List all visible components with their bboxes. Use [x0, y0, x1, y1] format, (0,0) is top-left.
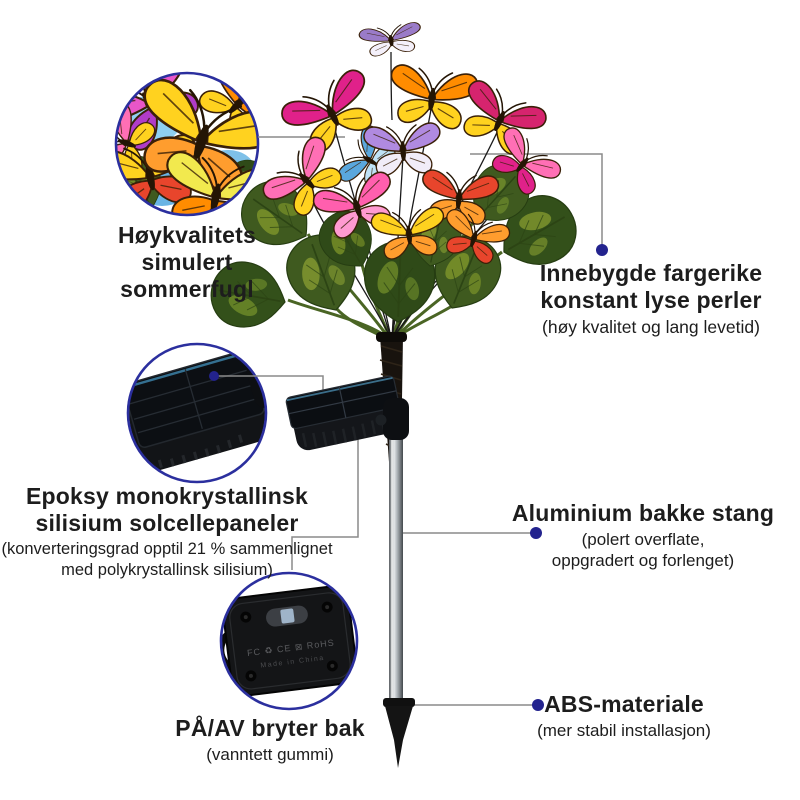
dot-leds: [596, 244, 608, 256]
callout-subtext: (polert overflate,: [581, 529, 705, 549]
dot-solar: [209, 371, 219, 381]
callout-line: PÅ/AV bryter bak: [175, 715, 365, 741]
callout-line: silisium solcellepaneler: [35, 509, 299, 536]
callout-pole: Aluminium bakke stang (polert overflate,…: [506, 500, 780, 572]
callout-line: konstant lyse perler: [540, 286, 762, 313]
butterfly-detail-circle: [114, 71, 260, 217]
stem-wrap: [376, 332, 407, 462]
callout-line: sommerfugl: [120, 275, 254, 302]
callout-solar-panel: Epoksy monokrystallinsk silisium solcell…: [1, 483, 333, 580]
callout-subtext: oppgradert og forlenget): [551, 551, 735, 571]
callout-abs-material: ABS-materiale (mer stabil installasjon): [500, 691, 748, 741]
on-off-switch: [266, 605, 308, 627]
battery-box-detail-circle: FC ♻ CE ⊠ RoHS Made in China: [219, 571, 359, 711]
top-butterfly: [357, 20, 424, 59]
callout-switch: PÅ/AV bryter bak (vanntett gummi): [150, 715, 390, 765]
solar-panel: [285, 375, 409, 451]
leader-solar-panel: [214, 375, 324, 402]
leader-leds: [470, 153, 603, 246]
solar-panel-detail-circle: [126, 342, 268, 484]
callout-line: Epoksy monokrystallinsk: [26, 483, 308, 509]
callout-subtext: (høy kvalitet og lang levetid): [542, 316, 760, 337]
callout-line: Innebygde fargerike: [539, 260, 763, 286]
aluminium-pole: [389, 436, 403, 706]
callout-line: Høykvalitets: [118, 222, 256, 248]
callout-line: ABS-materiale: [544, 691, 704, 717]
callout-subtext: (konverteringsgrad opptil 21 % sammenlig…: [1, 539, 333, 558]
callout-led-beads: Innebygde fargerike konstant lyse perler…: [517, 260, 785, 338]
callout-line: simulert: [141, 248, 233, 275]
callout-subtext: med polykrystallinsk silisium): [61, 560, 273, 579]
callout-subtext: (vanntett gummi): [206, 744, 334, 764]
callout-butterfly-quality: Høykvalitets simulert sommerfugl: [37, 222, 337, 303]
made-in-label: Made in China: [260, 655, 325, 670]
butterfly-wires: [305, 51, 524, 339]
callout-line: Aluminium bakke stang: [511, 500, 775, 526]
callout-subtext: (mer stabil installasjon): [537, 720, 711, 740]
pole-clamp: [383, 398, 409, 440]
certification-marks: FC ♻ CE ⊠ RoHS: [247, 637, 336, 658]
